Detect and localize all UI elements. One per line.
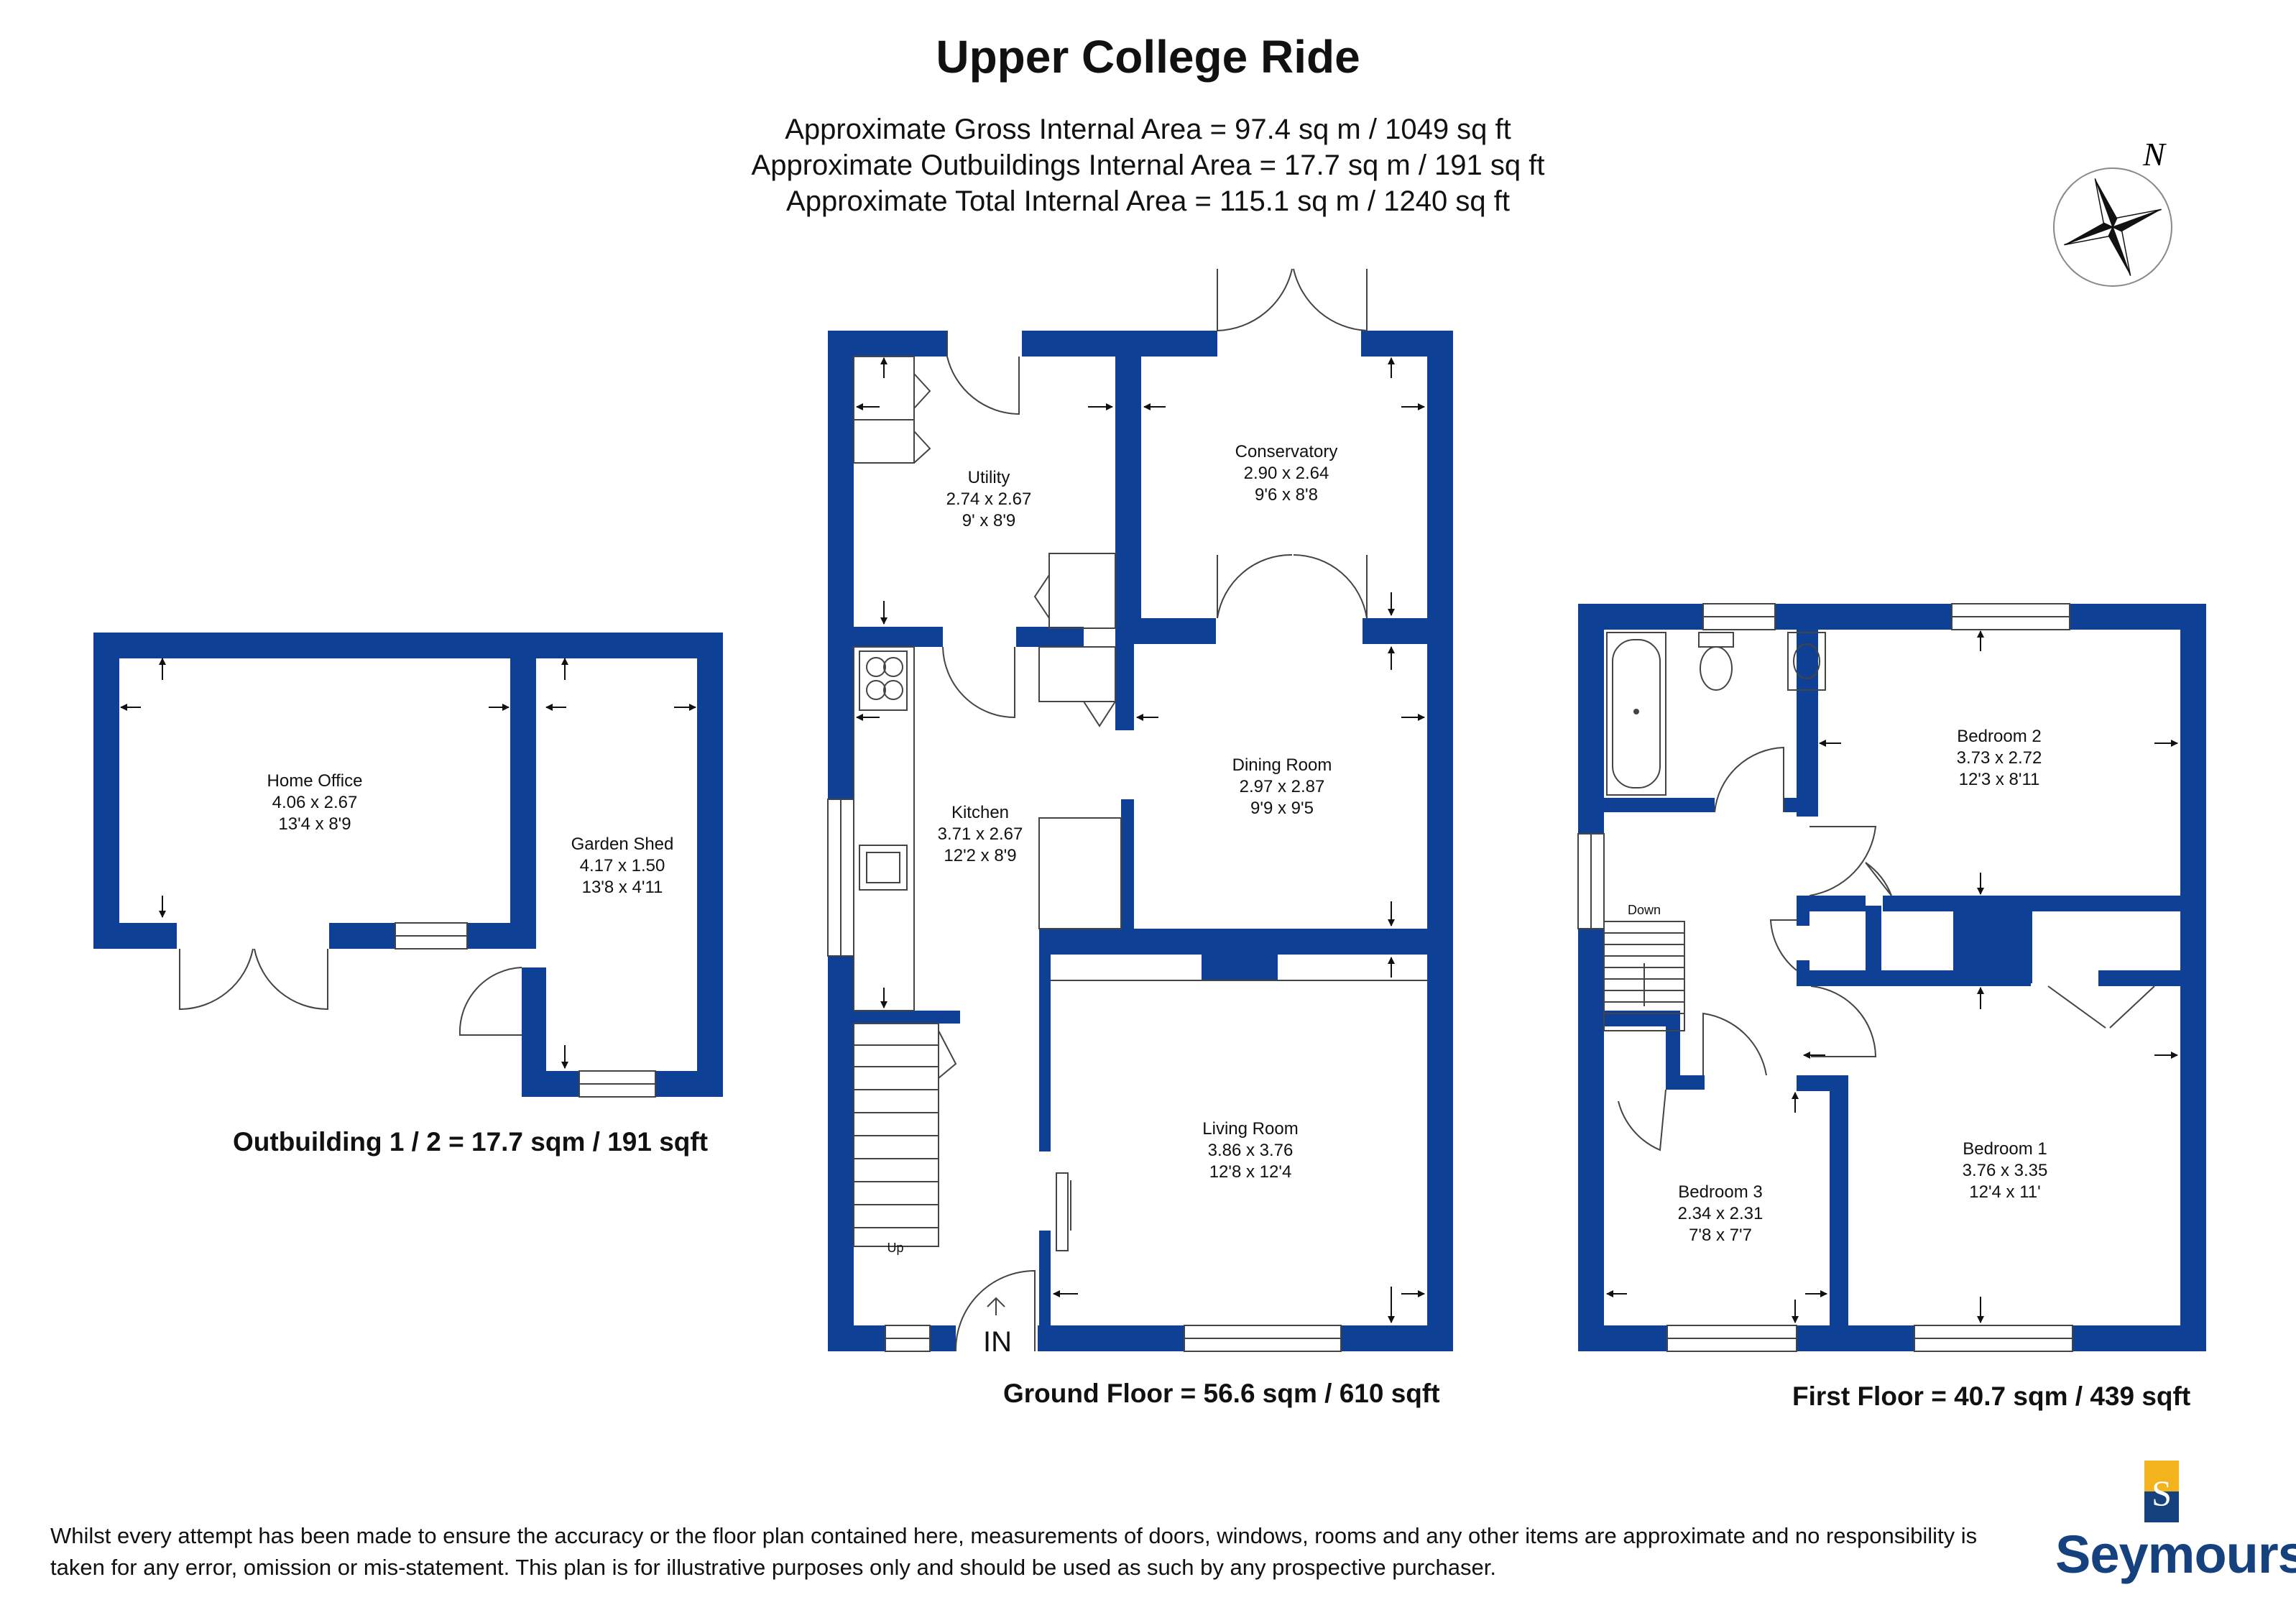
bedroom1-name: Bedroom 1 <box>1963 1139 2047 1159</box>
garden-shed-metric: 4.17 x 1.50 <box>580 856 665 875</box>
ground-floor-caption: Ground Floor = 56.6 sqm / 610 sqft <box>1003 1379 1440 1408</box>
outbuildings-walls <box>93 633 723 1097</box>
stairs-up-label: Up <box>887 1241 903 1255</box>
gross-area-text: Approximate Gross Internal Area = 97.4 s… <box>785 114 1511 145</box>
first-floor-caption: First Floor = 40.7 sqm / 439 sqft <box>1792 1381 2191 1411</box>
home-office-name: Home Office <box>267 771 363 791</box>
seymours-logo-text: Seymours <box>2055 1525 2296 1584</box>
plan-title: Upper College Ride <box>936 31 1360 83</box>
dining-room-metric: 2.97 x 2.87 <box>1240 777 1325 796</box>
total-area-text: Approximate Total Internal Area = 115.1 … <box>786 185 1510 217</box>
entrance-label: IN <box>983 1326 1012 1358</box>
conservatory-metric: 2.90 x 2.64 <box>1244 464 1329 483</box>
logo-letter: S <box>2152 1473 2172 1513</box>
ground-floor-walls <box>828 331 1453 1351</box>
bedroom2-metric: 3.73 x 2.72 <box>1957 748 2042 768</box>
kitchen-metric: 3.71 x 2.67 <box>938 824 1023 844</box>
ground-floor-fixtures <box>827 268 1427 1352</box>
garden-shed-name: Garden Shed <box>571 835 674 854</box>
seymours-logo-icon: S <box>2144 1461 2179 1522</box>
home-office-imperial: 13'4 x 8'9 <box>278 814 351 834</box>
outbuildings-area-text: Approximate Outbuildings Internal Area =… <box>751 150 1545 181</box>
conservatory-imperial: 9'6 x 8'8 <box>1255 485 1318 505</box>
first-floor-walls <box>1578 604 2206 1351</box>
utility-imperial: 9' x 8'9 <box>962 511 1016 530</box>
kitchen-name: Kitchen <box>951 803 1009 822</box>
disclaimer-text: Whilst every attempt has been made to en… <box>50 1523 1978 1580</box>
bedroom3-name: Bedroom 3 <box>1678 1182 1762 1202</box>
utility-metric: 2.74 x 2.67 <box>946 489 1032 509</box>
dining-room-name: Dining Room <box>1232 755 1332 775</box>
home-office-metric: 4.06 x 2.67 <box>272 793 358 812</box>
living-room-metric: 3.86 x 3.76 <box>1208 1141 1294 1160</box>
dining-room-imperial: 9'9 x 9'5 <box>1250 799 1314 818</box>
garden-shed-imperial: 13'8 x 4'11 <box>582 878 663 897</box>
bedroom3-imperial: 7'8 x 7'7 <box>1689 1226 1752 1245</box>
utility-name: Utility <box>968 468 1010 487</box>
bedroom1-metric: 3.76 x 3.35 <box>1963 1161 2048 1180</box>
outbuildings-fixtures <box>179 922 656 1098</box>
bedroom2-name: Bedroom 2 <box>1957 727 2041 746</box>
outbuilding-dimension-arrows <box>120 658 696 1069</box>
compass-rose-icon: N <box>2053 136 2172 287</box>
conservatory-name: Conservatory <box>1235 442 1338 461</box>
compass-north-label: N <box>2142 136 2167 173</box>
first-floor-fixtures <box>1577 603 2155 1352</box>
kitchen-imperial: 12'2 x 8'9 <box>944 846 1016 865</box>
bedroom2-imperial: 12'3 x 8'11 <box>1959 770 2040 789</box>
ground-floor-dimension-arrows <box>856 357 1425 1323</box>
first-floor-dimension-arrows <box>1606 630 2178 1323</box>
living-room-name: Living Room <box>1202 1119 1298 1139</box>
bedroom3-metric: 2.34 x 2.31 <box>1678 1204 1764 1223</box>
outbuildings-caption: Outbuilding 1 / 2 = 17.7 sqm / 191 sqft <box>233 1127 709 1157</box>
stairs-down-label: Down <box>1628 903 1661 917</box>
bedroom1-imperial: 12'4 x 11' <box>1969 1182 2040 1202</box>
living-room-imperial: 12'8 x 12'4 <box>1209 1162 1292 1182</box>
